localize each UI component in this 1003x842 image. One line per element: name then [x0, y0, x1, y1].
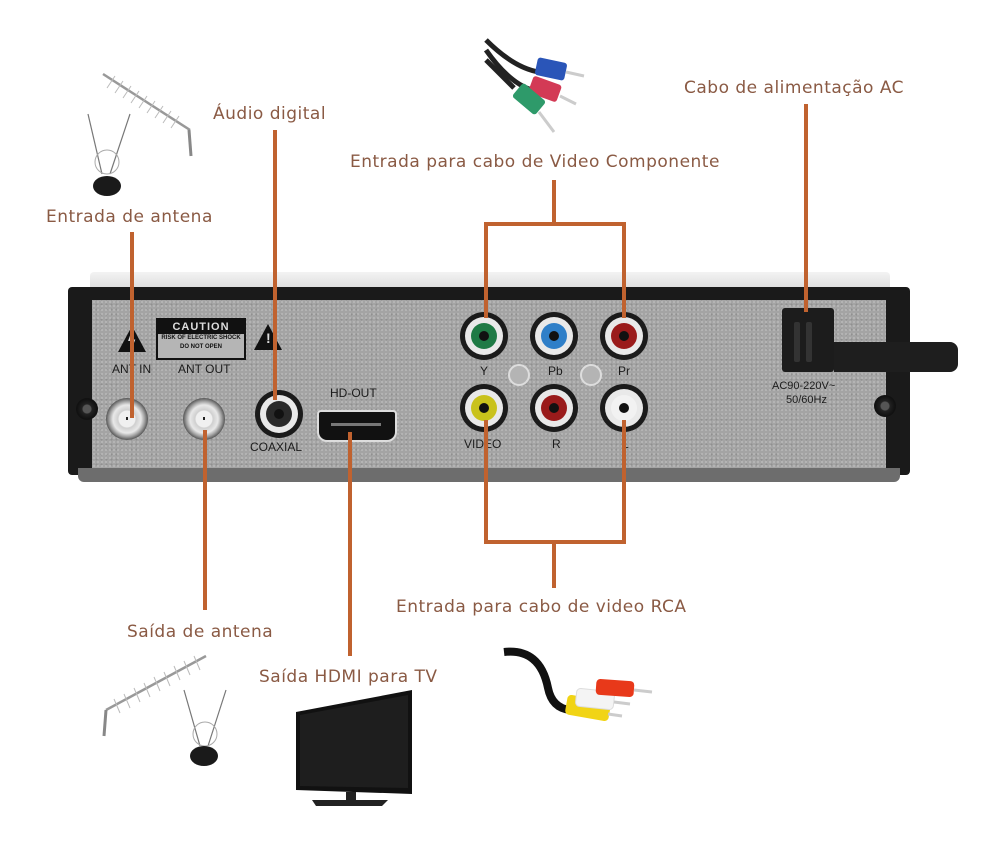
coaxial-label: COAXIAL: [250, 440, 303, 454]
ant-in-connector[interactable]: [106, 398, 148, 440]
tv-icon: [296, 690, 412, 806]
leader-line-rca-video: [484, 420, 488, 544]
rabbit-ears-antenna-bottom-icon: [183, 689, 227, 766]
coaxial-digital-audio-jack[interactable]: [255, 390, 303, 438]
audio-r-jack[interactable]: [530, 384, 578, 432]
panel-screw-icon: [508, 364, 530, 386]
r-label: R: [552, 437, 561, 451]
power-rating-line2: 50/60Hz: [786, 394, 827, 406]
label-alimentacao-ac: Cabo de alimentação AC: [684, 78, 905, 98]
plug-grip: [806, 322, 812, 362]
leader-line-componente-stem: [552, 180, 556, 224]
device-bottom-edge: [78, 468, 900, 482]
device-top-cover: [90, 272, 890, 290]
plug-grip: [794, 322, 800, 362]
hdmi-port[interactable]: [317, 410, 397, 442]
yagi-antenna-bottom-icon: [102, 654, 207, 737]
ant-out-label: ANT OUT: [178, 362, 231, 376]
label-audio-digital: Áudio digital: [213, 104, 327, 124]
ac-power-plug[interactable]: [782, 308, 834, 372]
caution-line-1: RISK OF ELECTRIC SHOCK: [161, 335, 241, 341]
component-pb-jack[interactable]: [530, 312, 578, 360]
leader-line-saida-antena: [203, 430, 207, 610]
panel-screw-icon: [580, 364, 602, 386]
exclamation-warning-icon: !: [254, 324, 282, 350]
yagi-antenna-top-icon: [102, 72, 193, 157]
leader-line-alimentacao: [804, 104, 808, 312]
component-cable-icon: [484, 38, 585, 133]
leader-line-rca-stem: [552, 540, 556, 588]
leader-line-hdmi: [348, 432, 352, 656]
label-video-componente: Entrada para cabo de Video Componente: [350, 152, 720, 172]
rca-cable-icon: [503, 647, 653, 722]
y-label: Y: [480, 364, 489, 378]
caution-line-2: DO NOT OPEN: [179, 344, 222, 350]
right-screw-icon: [874, 395, 896, 417]
label-saida-hdmi: Saída HDMI para TV: [259, 667, 438, 687]
pr-label: Pr: [618, 364, 630, 378]
label-saida-antena: Saída de antena: [127, 622, 274, 642]
pb-label: Pb: [548, 364, 563, 378]
label-video-rca: Entrada para cabo de video RCA: [396, 597, 687, 617]
hd-out-label: HD-OUT: [330, 386, 377, 400]
leader-line-componente-pr: [622, 222, 626, 318]
audio-l-jack[interactable]: [600, 384, 648, 432]
hdmi-port-pins: [331, 423, 381, 426]
caution-label: CAUTION RISK OF ELECTRIC SHOCK DO NOT OP…: [156, 318, 246, 360]
leader-line-audio-digital: [273, 130, 277, 400]
video-label: VIDEO: [464, 437, 502, 451]
component-y-jack[interactable]: [460, 312, 508, 360]
left-screw-icon: [76, 398, 98, 420]
leader-line-entrada-antena: [130, 232, 134, 418]
leader-line-componente-y: [484, 222, 488, 318]
power-rating-line1: AC90-220V~: [772, 380, 836, 392]
rabbit-ears-antenna-top-icon: [87, 113, 131, 196]
ac-power-cord: [834, 342, 958, 372]
leader-line-componente-bar: [484, 222, 626, 226]
component-pr-jack[interactable]: [600, 312, 648, 360]
leader-line-rca-l: [622, 420, 626, 544]
label-entrada-antena: Entrada de antena: [46, 207, 213, 227]
caution-title: CAUTION: [158, 320, 244, 334]
